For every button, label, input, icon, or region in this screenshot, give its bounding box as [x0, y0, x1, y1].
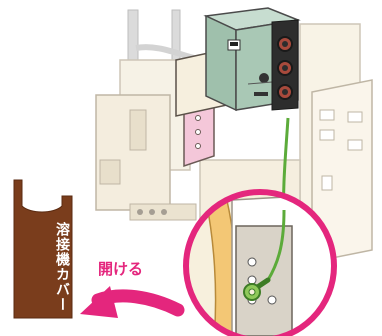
- welding-cover-label: 溶接機カバー: [54, 222, 70, 312]
- welding-cover: [13, 179, 73, 319]
- connector-block: [271, 19, 299, 111]
- open-instruction-label: 開ける: [98, 260, 144, 278]
- magnified-detail: [183, 189, 337, 336]
- ground-terminal-icon: [243, 277, 271, 301]
- curved-arrow-icon: [80, 286, 185, 318]
